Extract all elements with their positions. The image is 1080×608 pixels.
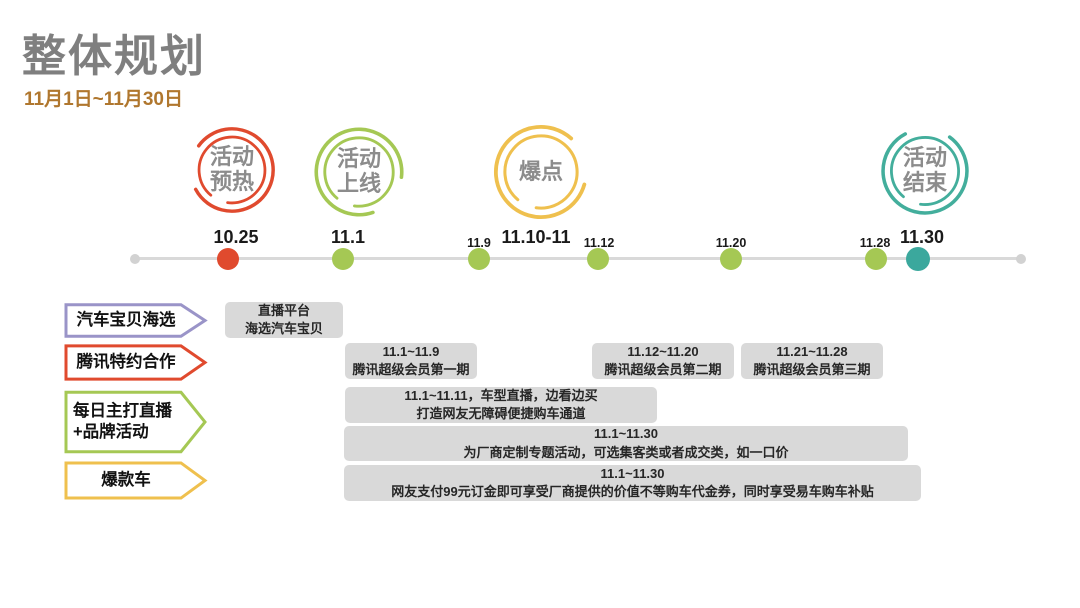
- timeline-dot: [720, 248, 742, 270]
- milestone-circle: 活动 上线: [305, 118, 413, 226]
- info-box: 11.1~11.9 腾讯超级会员第一期: [345, 343, 477, 379]
- track-arrow: 爆款车: [64, 461, 208, 500]
- double-ring-icon: [493, 124, 589, 220]
- info-box: 11.1~11.30 为厂商定制专题活动，可选集客类或者成交类，如一口价: [344, 426, 908, 461]
- timeline-date-label: 11.30: [899, 227, 945, 247]
- arrow-shape-icon: [64, 303, 208, 338]
- milestone-circle: 活动 预热: [180, 118, 284, 222]
- milestone-circle: 活动 结束: [872, 118, 978, 224]
- double-ring-icon: [881, 127, 969, 215]
- timeline-dot: [468, 248, 490, 270]
- timeline-date-label: 11.1: [330, 227, 366, 247]
- inner-ring: [890, 136, 960, 206]
- arrow-outline: [66, 392, 205, 451]
- inner-ring: [197, 135, 267, 205]
- track-label: 腾讯特约合作: [76, 352, 176, 371]
- timeline-dot: [587, 248, 609, 270]
- arrow-outline: [66, 305, 205, 337]
- arrow-shape-icon: [64, 344, 208, 381]
- outer-ring: [314, 127, 404, 217]
- page-subtitle: 11月1日~11月30日: [24, 89, 183, 110]
- outer-ring: [881, 127, 969, 215]
- milestone-circle: 爆点: [484, 115, 598, 229]
- timeline-date-label: 10.25: [213, 227, 259, 247]
- info-box: 11.1~11.30 网友支付99元订金即可享受厂商提供的价值不等购车代金券，同…: [344, 465, 921, 501]
- timeline-dot: [217, 248, 239, 270]
- milestone-label: 爆点: [518, 158, 563, 184]
- arrow-outline: [66, 463, 205, 498]
- outer-ring: [493, 124, 589, 220]
- timeline-axis: [135, 257, 1021, 260]
- timeline-date-label: 11.12: [583, 236, 615, 250]
- inner-ring: [503, 134, 579, 210]
- timeline-date-label: 11.20: [715, 236, 747, 250]
- track-label: 汽车宝贝海选: [76, 310, 176, 329]
- timeline-dot: [906, 247, 930, 271]
- timeline-date-label: 11.28: [859, 236, 891, 250]
- track-label: 每日主打直播 +品牌活动: [73, 401, 172, 441]
- outer-ring: [189, 127, 275, 213]
- arrow-outline: [66, 346, 205, 379]
- timeline-date-label: 11.10-11: [501, 227, 571, 247]
- page-title: 整体规划: [22, 32, 206, 81]
- info-box: 11.21~11.28 腾讯超级会员第三期: [741, 343, 883, 379]
- timeline-date-label: 11.9: [467, 236, 491, 250]
- milestone-label: 活动 结束: [902, 145, 947, 195]
- timeline-dot: [1016, 254, 1026, 264]
- inner-ring: [323, 136, 395, 208]
- double-ring-icon: [189, 127, 275, 213]
- timeline-dot: [865, 248, 887, 270]
- double-ring-icon: [314, 127, 404, 217]
- arrow-shape-icon: [64, 461, 208, 500]
- track-label: 爆款车: [101, 470, 151, 489]
- milestone-label: 活动 上线: [336, 146, 381, 196]
- timeline-dot: [130, 254, 140, 264]
- arrow-shape-icon: [64, 389, 208, 455]
- info-box: 直播平台 海选汽车宝贝: [225, 302, 343, 338]
- timeline-dot: [332, 248, 354, 270]
- info-box: 11.1~11.11，车型直播，边看边买 打造网友无障碍便捷购车通道: [345, 387, 657, 423]
- track-arrow: 腾讯特约合作: [64, 344, 208, 381]
- track-arrow: 汽车宝贝海选: [64, 303, 208, 338]
- info-box: 11.12~11.20 腾讯超级会员第二期: [592, 343, 734, 379]
- milestone-label: 活动 预热: [209, 144, 254, 194]
- track-arrow: 每日主打直播 +品牌活动: [64, 389, 208, 455]
